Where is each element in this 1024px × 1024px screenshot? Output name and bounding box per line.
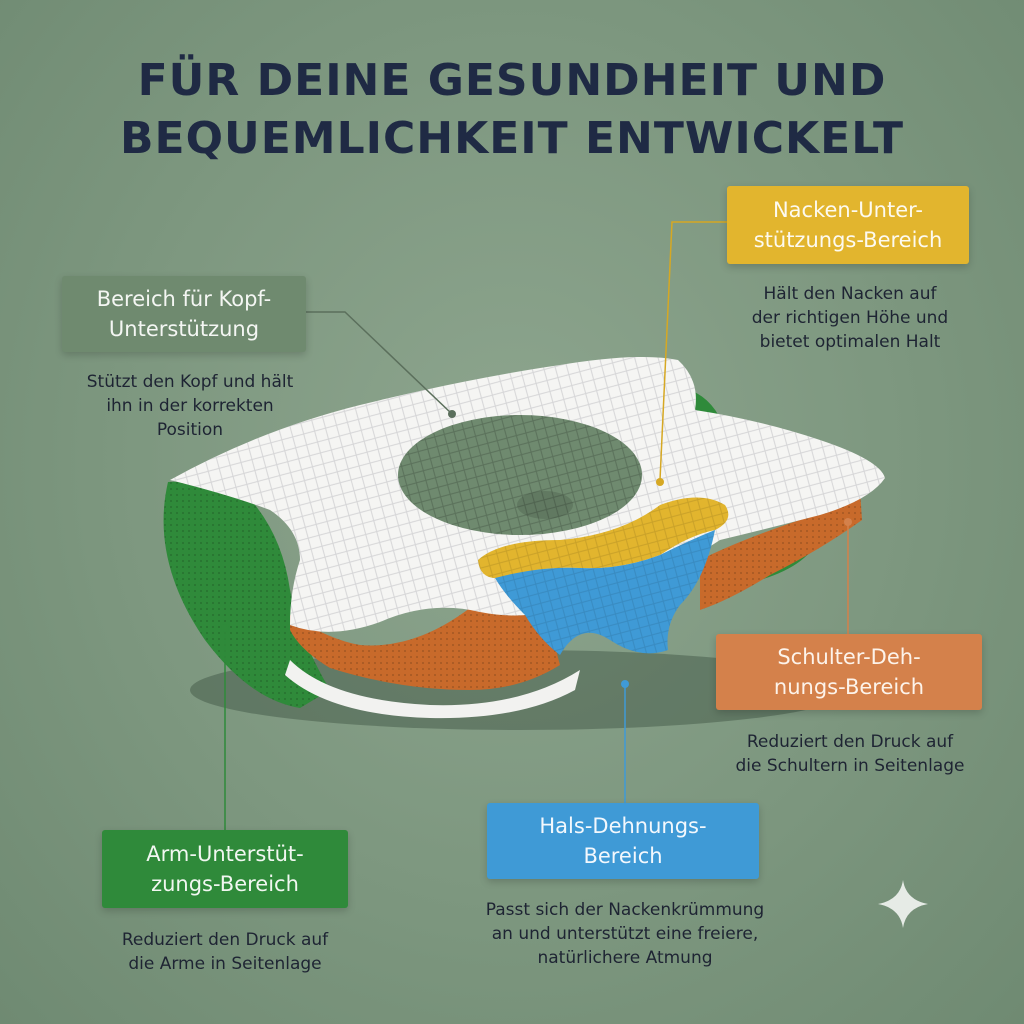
throat-zone-label-line-1: Hals-Dehnungs- xyxy=(539,814,707,838)
throat-zone-desc-line-3: natürlichere Atmung xyxy=(537,948,713,968)
throat-zone-desc-line-1: Passt sich der Nackenkrümmung xyxy=(485,900,765,920)
neck-zone-label-line-2: stützungs-Bereich xyxy=(753,228,943,252)
throat-zone-desc-line-2: an und unterstützt eine freiere, xyxy=(491,924,759,944)
arm-zone-description: Reduziert den Druck auf die Arme in Seit… xyxy=(75,928,375,976)
sparkle-icon xyxy=(878,880,928,928)
shoulder-zone-label-line-2: nungs-Bereich xyxy=(773,675,925,699)
neck-connector-dot xyxy=(656,478,664,486)
arm-connector-dot xyxy=(221,624,229,632)
head-connector xyxy=(306,311,453,415)
arm-zone-label-line-2: zungs-Bereich xyxy=(151,872,299,896)
connector-lines xyxy=(224,221,849,830)
throat-zone-label: Hals-Dehnungs- Bereich xyxy=(487,803,759,879)
throat-connector-dot xyxy=(621,680,629,688)
arm-zone-desc-line-1: Reduziert den Druck auf xyxy=(121,930,329,950)
page-title: FÜR DEINE GESUNDHEIT UND BEQUEMLICHKEIT … xyxy=(0,52,1024,168)
neck-connector xyxy=(659,221,727,481)
head-zone-desc-line-1: Stützt den Kopf und hält xyxy=(86,372,294,392)
shoulder-zone-label-line-1: Schulter-Deh- xyxy=(777,645,921,669)
arm-zone-label-line-1: Arm-Unterstüt- xyxy=(146,842,304,866)
neck-zone-desc-line-1: Hält den Nacken auf xyxy=(763,284,937,304)
head-connector-dot xyxy=(448,410,456,418)
arm-zone-desc-line-2: die Arme in Seitenlage xyxy=(128,954,322,974)
neck-zone-desc-line-3: bietet optimalen Halt xyxy=(759,332,941,352)
throat-zone-label-line-2: Bereich xyxy=(583,844,663,868)
head-zone-label-line-2: Unterstützung xyxy=(108,317,260,341)
title-line-2: BEQUEMLICHKEIT ENTWICKELT xyxy=(120,113,904,164)
shoulder-zone-desc-line-1: Reduziert den Druck auf xyxy=(746,732,954,752)
shoulder-zone-description: Reduziert den Druck auf die Schultern in… xyxy=(700,730,1000,778)
head-zone-label-line-1: Bereich für Kopf- xyxy=(96,287,272,311)
shoulder-zone-desc-line-2: die Schultern in Seitenlage xyxy=(735,756,965,776)
head-zone-desc-line-3: Position xyxy=(156,420,224,440)
shoulder-connector-dot xyxy=(844,518,852,526)
shoulder-zone-label: Schulter-Deh- nungs-Bereich xyxy=(716,634,982,710)
neck-zone-label-line-1: Nacken-Unter- xyxy=(772,198,924,222)
head-zone-label: Bereich für Kopf- Unterstützung xyxy=(62,276,306,352)
head-zone-description: Stützt den Kopf und hält ihn in der korr… xyxy=(40,370,340,442)
neck-zone-desc-line-2: der richtigen Höhe und xyxy=(751,308,949,328)
title-line-1: FÜR DEINE GESUNDHEIT UND xyxy=(137,55,887,106)
arm-zone-label: Arm-Unterstüt- zungs-Bereich xyxy=(102,830,348,908)
neck-zone-label: Nacken-Unter- stützungs-Bereich xyxy=(727,186,969,264)
throat-zone-description: Passt sich der Nackenkrümmung an und unt… xyxy=(430,898,820,970)
neck-zone-description: Hält den Nacken auf der richtigen Höhe u… xyxy=(700,282,1000,354)
head-zone-desc-line-2: ihn in der korrekten xyxy=(106,396,274,416)
